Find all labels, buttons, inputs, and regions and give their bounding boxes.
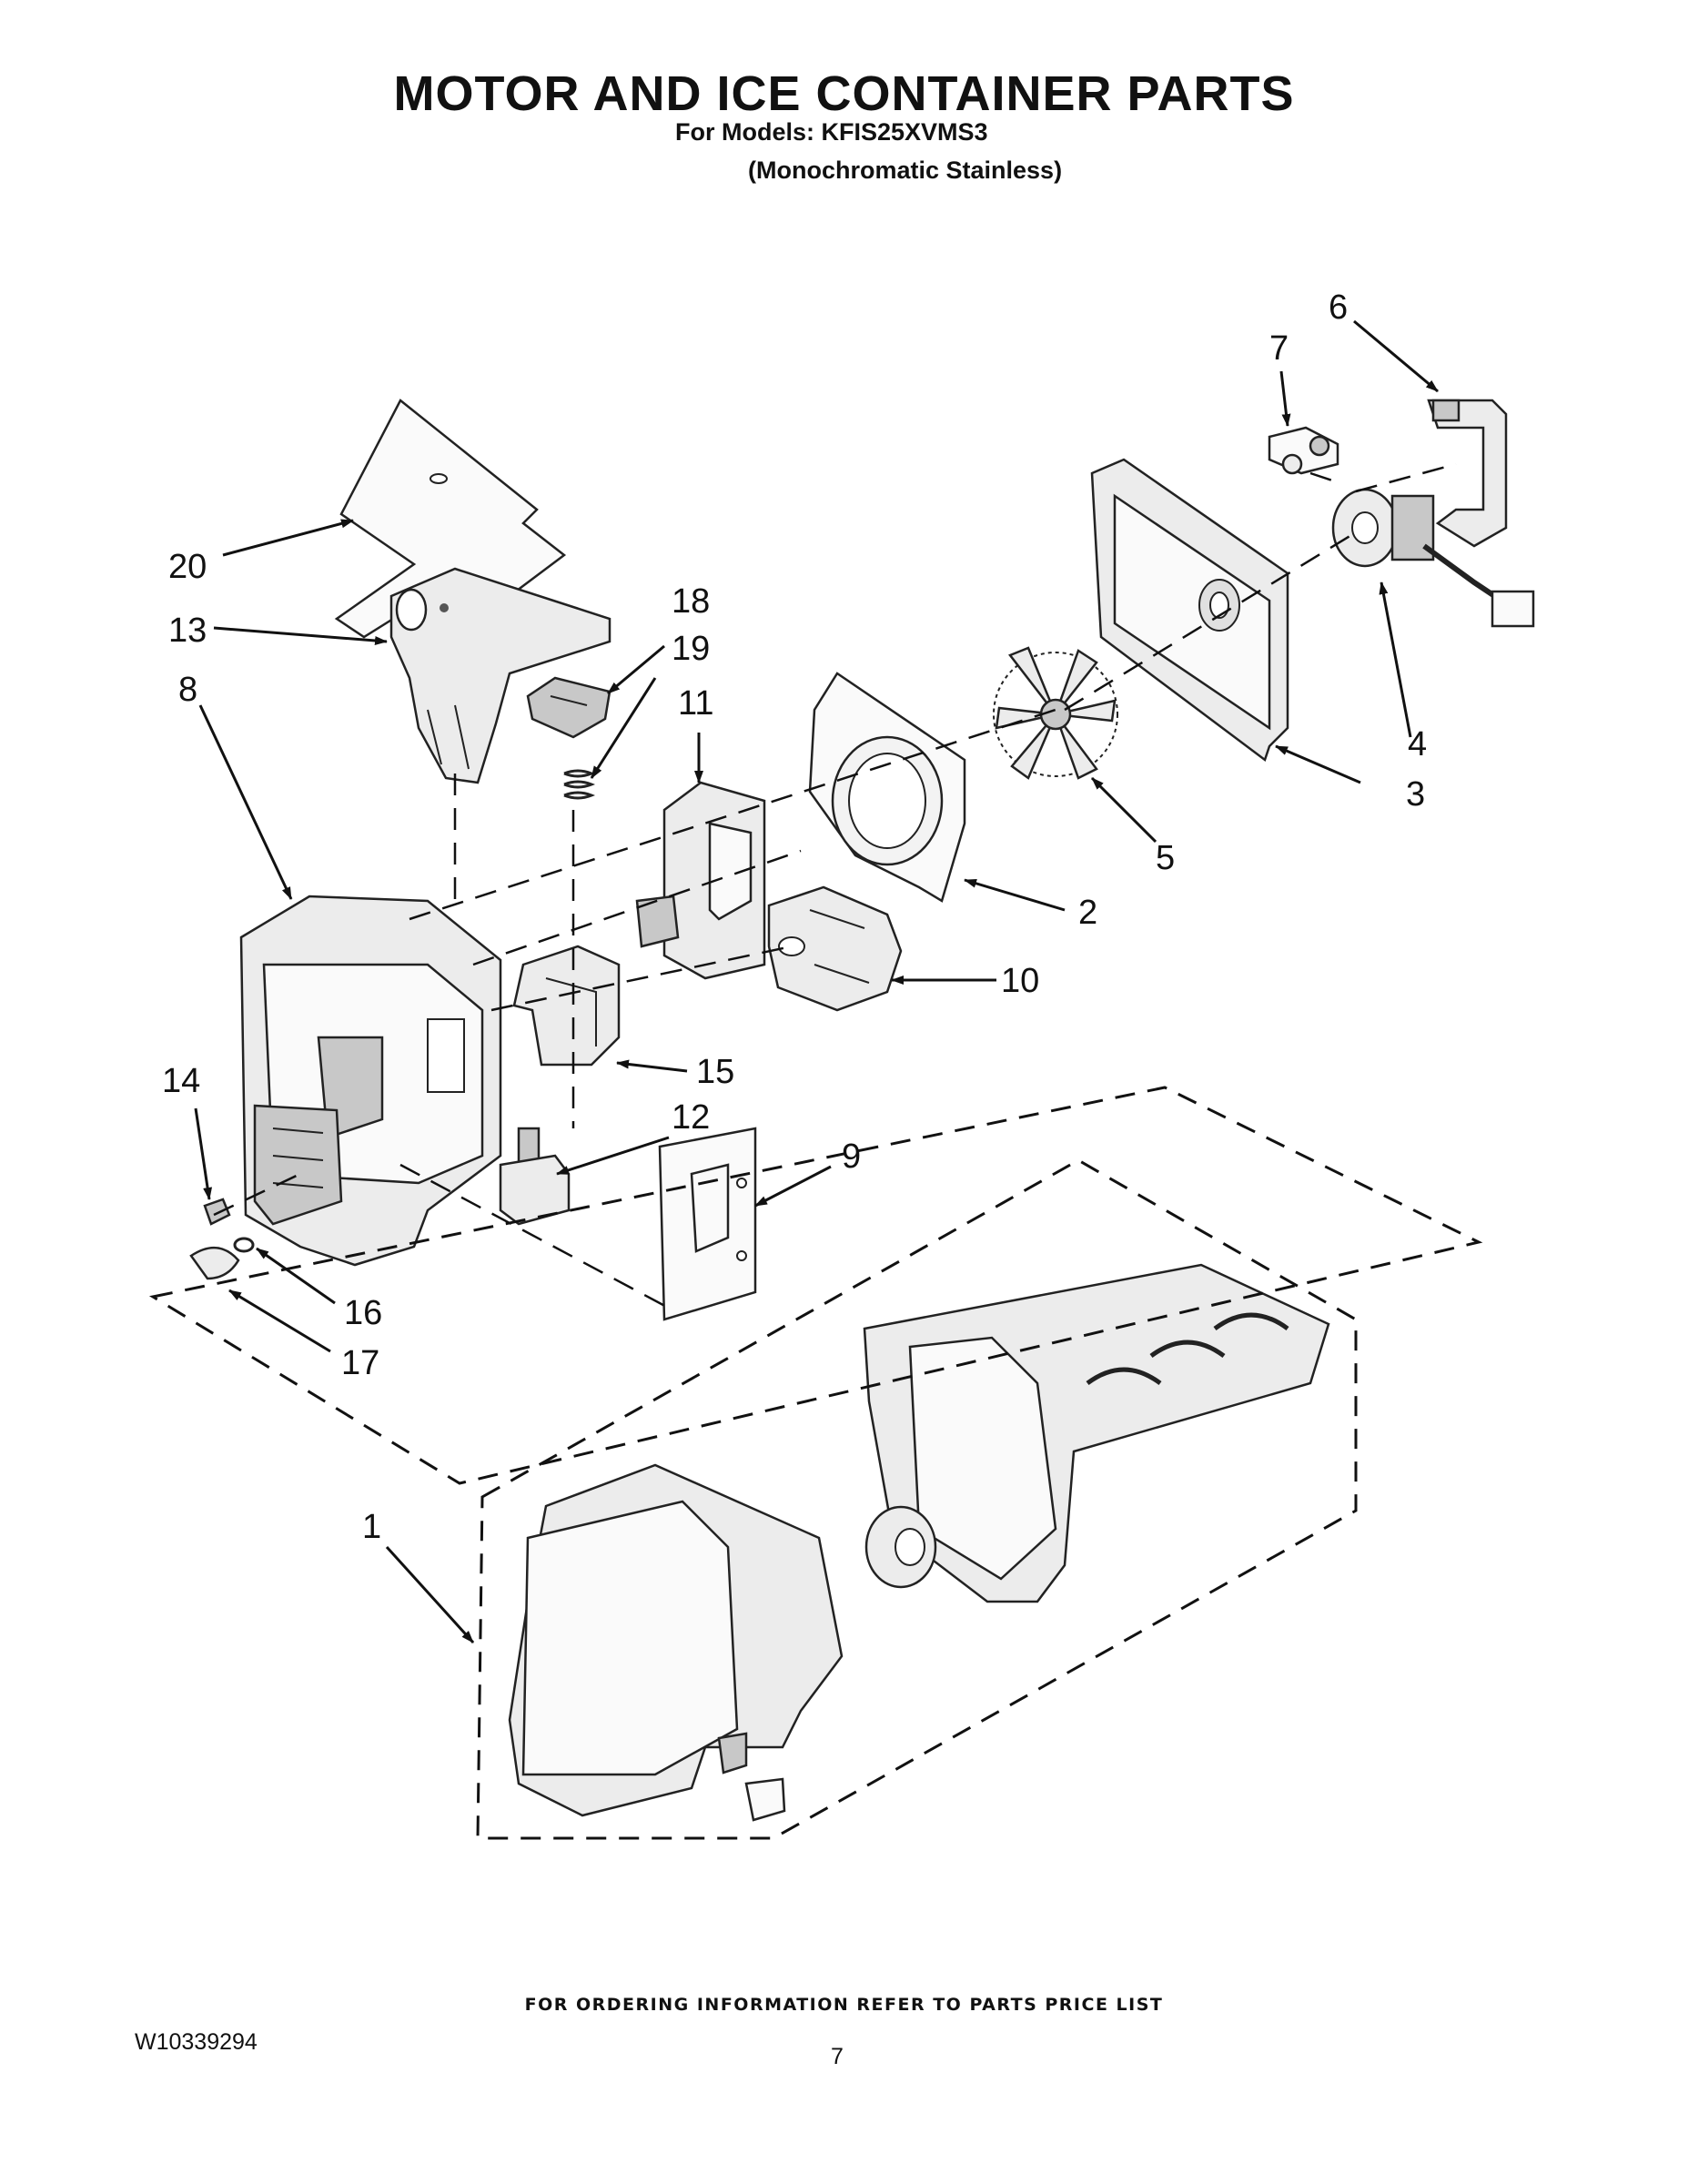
part-13-cover <box>389 567 612 784</box>
assembly-boundaries <box>148 1086 1483 1840</box>
callout-7: 7 <box>1269 329 1289 368</box>
part-14-screw <box>203 1198 231 1226</box>
part-17-clip <box>189 1247 240 1280</box>
document-number: W10339294 <box>135 2029 258 2055</box>
part-7-grommet <box>1268 426 1339 475</box>
ice-bucket-front <box>508 1463 844 1822</box>
callout-20: 20 <box>168 548 207 586</box>
page-title: MOTOR AND ICE CONTAINER PARTS <box>393 66 1295 121</box>
callout-13: 13 <box>168 612 207 650</box>
callout-3: 3 <box>1406 775 1425 814</box>
callout-5: 5 <box>1156 839 1175 877</box>
callout-12: 12 <box>672 1098 710 1137</box>
part-12-solenoid <box>499 1127 571 1226</box>
part-19-spring <box>563 769 596 800</box>
callout-1: 1 <box>362 1508 381 1546</box>
callout-18: 18 <box>672 582 710 621</box>
ice-container <box>863 1263 1330 1603</box>
part-6-bracket <box>1427 399 1508 548</box>
ordering-note: FOR ORDERING INFORMATION REFER TO PARTS … <box>524 1995 1164 2015</box>
models-line: For Models: KFIS25XVMS3 <box>675 118 988 146</box>
part-4-fan-motor <box>1331 488 1535 628</box>
part-3-fan-housing <box>1090 458 1289 763</box>
part-5-fan-blade <box>993 646 1118 780</box>
callout-8: 8 <box>178 671 197 709</box>
callout-10: 10 <box>1001 962 1039 1000</box>
callout-16: 16 <box>344 1294 382 1332</box>
part-16-washer <box>233 1237 255 1253</box>
callout-4: 4 <box>1408 725 1427 763</box>
callout-2: 2 <box>1078 894 1097 932</box>
callout-15: 15 <box>696 1053 734 1091</box>
callout-11: 11 <box>678 684 713 723</box>
part-9-plate <box>658 1127 757 1321</box>
part-11-switch-housing <box>635 781 766 980</box>
part-10-motor <box>767 885 903 1012</box>
callout-19: 19 <box>672 630 710 668</box>
callout-arrows <box>194 319 1439 1644</box>
variant-line: (Monochromatic Stainless) <box>748 157 1063 184</box>
callout-17: 17 <box>341 1344 379 1382</box>
part-8-housing <box>239 895 502 1267</box>
callout-14: 14 <box>162 1062 200 1100</box>
callout-labels: 1 2 3 4 5 6 7 8 9 10 11 12 13 14 15 16 1… <box>162 288 1427 1546</box>
part-18-actuator <box>526 676 612 739</box>
part-20-gasket <box>334 399 567 639</box>
part-2-shroud <box>808 672 966 903</box>
callout-6: 6 <box>1329 288 1348 327</box>
part-15-bracket <box>512 945 621 1067</box>
callout-9: 9 <box>842 1138 861 1176</box>
alignment-lines <box>213 462 1457 1312</box>
page-number: 7 <box>831 2044 844 2069</box>
